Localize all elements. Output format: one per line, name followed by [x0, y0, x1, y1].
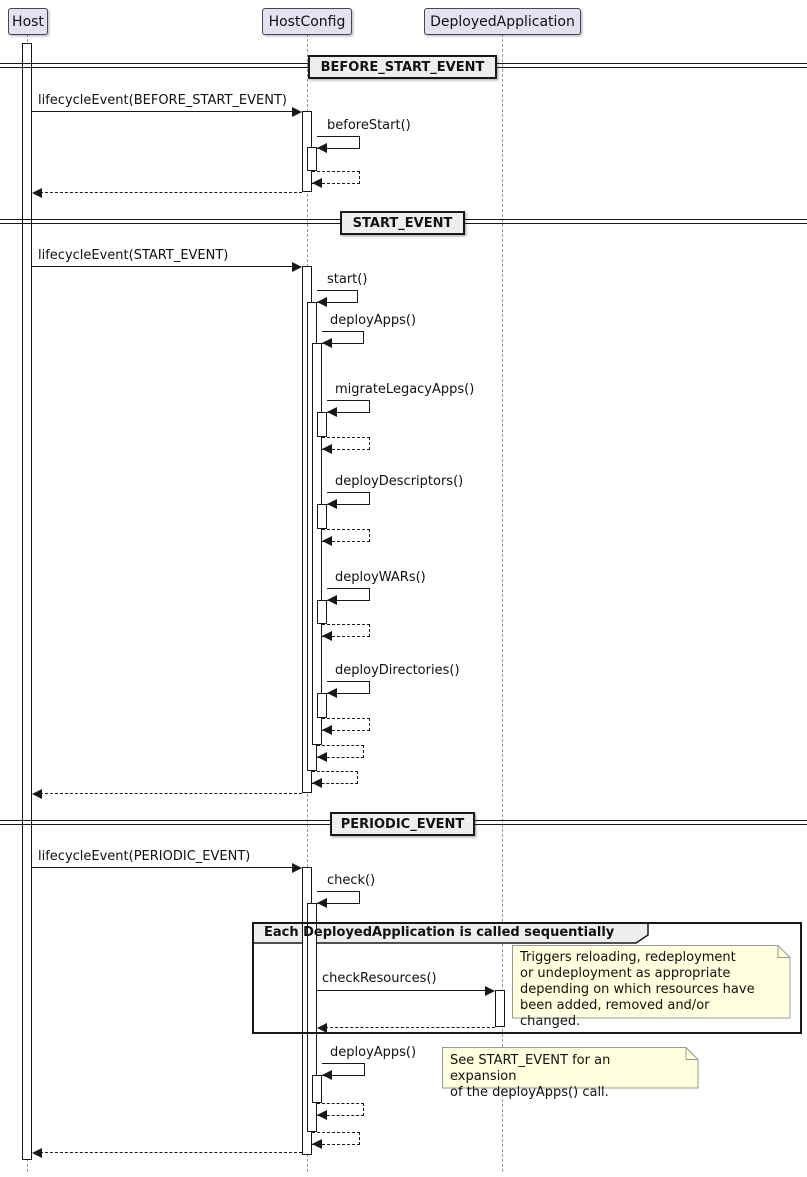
arrowhead-icon	[32, 188, 42, 198]
self-call-line	[317, 290, 358, 303]
divider-label: BEFORE_START_EVENT	[320, 59, 485, 75]
message-label: deployApps()	[330, 1045, 417, 1060]
self-call-line	[317, 891, 360, 904]
self-call-line	[327, 400, 370, 413]
self-call-line	[322, 1063, 365, 1076]
arrowhead-icon	[322, 444, 332, 454]
message-label: lifecycleEvent(START_EVENT)	[38, 248, 229, 263]
return-line	[325, 1027, 495, 1028]
message-label: lifecycleEvent(BEFORE_START_EVENT)	[38, 93, 287, 108]
self-return-line	[312, 171, 360, 184]
self-call-line	[327, 681, 370, 694]
message-label: lifecycleEvent(PERIODIC_EVENT)	[38, 849, 251, 864]
arrowhead-icon	[322, 338, 332, 348]
return-line	[40, 1152, 302, 1153]
activation-deploydirectories	[317, 693, 327, 718]
note-checkresources: Triggers reloading, redeployment or unde…	[520, 950, 755, 1029]
participant-deployedapplication: DeployedApplication	[424, 8, 581, 35]
message-label: check()	[327, 873, 376, 888]
return-line	[40, 192, 302, 193]
self-return-line	[317, 745, 364, 758]
message-label: migrateLegacyApps()	[335, 382, 475, 397]
self-return-line	[312, 1132, 360, 1145]
arrowhead-icon	[317, 297, 327, 307]
arrowhead-icon	[327, 595, 337, 605]
group-title: Each DeployedApplication is called seque…	[264, 925, 615, 940]
message-label: start()	[327, 272, 368, 287]
arrowhead-icon	[292, 262, 302, 272]
participant-host: Host	[8, 8, 48, 35]
activation-deployedapplication-checkresources	[495, 990, 505, 1027]
self-return-line	[317, 1103, 364, 1116]
arrowhead-icon	[327, 499, 337, 509]
self-call-line	[317, 136, 360, 149]
message-label: checkResources()	[322, 971, 437, 986]
self-return-line	[322, 718, 370, 731]
divider-periodic-event: PERIODIC_EVENT	[330, 812, 475, 836]
arrowhead-icon	[317, 752, 327, 762]
self-return-line	[322, 529, 370, 542]
message-line	[317, 990, 486, 991]
message-label: deployDescriptors()	[335, 474, 464, 489]
arrowhead-icon	[317, 898, 327, 908]
activation-migratelegacyapps	[317, 412, 327, 437]
activation-deployapps-periodic	[312, 1075, 322, 1103]
arrowhead-icon	[322, 1070, 332, 1080]
divider-label: PERIODIC_EVENT	[340, 816, 465, 832]
arrowhead-icon	[317, 1023, 327, 1033]
participant-label: DeployedApplication	[430, 13, 575, 30]
arrowhead-icon	[322, 536, 332, 546]
message-label: deployWARs()	[335, 570, 426, 585]
arrowhead-icon	[317, 1110, 327, 1120]
arrowhead-icon	[327, 407, 337, 417]
self-return-line	[312, 771, 358, 784]
message-label: deployDirectories()	[335, 663, 460, 678]
arrowhead-icon	[292, 107, 302, 117]
lifeline-deployedapplication	[502, 34, 503, 1172]
arrowhead-icon	[32, 789, 42, 799]
self-call-line	[327, 588, 370, 601]
participant-label: Host	[12, 13, 44, 30]
participant-hostconfig: HostConfig	[262, 8, 352, 35]
arrowhead-icon	[322, 631, 332, 641]
group-frame	[252, 922, 802, 1034]
arrowhead-icon	[312, 178, 322, 188]
activation-check	[307, 903, 317, 1132]
message-line	[32, 111, 293, 112]
participant-label: HostConfig	[268, 13, 346, 30]
message-line	[32, 266, 293, 267]
activation-deploydescriptors	[317, 504, 327, 529]
arrowhead-icon	[292, 863, 302, 873]
note-deployapps-shape	[442, 1047, 699, 1089]
activation-beforestart	[307, 147, 317, 171]
note-deployapps: See START_EVENT for an expansion of the …	[450, 1053, 611, 1100]
arrowhead-icon	[312, 1139, 322, 1149]
divider-before-start-event: BEFORE_START_EVENT	[308, 55, 497, 79]
activation-deployapps	[312, 343, 322, 745]
self-call-line	[327, 492, 370, 505]
message-label: deployApps()	[330, 313, 417, 328]
message-label: beforeStart()	[327, 118, 411, 133]
arrowhead-icon	[312, 778, 322, 788]
message-line	[32, 867, 293, 868]
divider-label: START_EVENT	[352, 215, 453, 231]
self-return-line	[322, 624, 370, 637]
activation-deploywars	[317, 600, 327, 624]
arrowhead-icon	[322, 725, 332, 735]
arrowhead-icon	[485, 986, 495, 996]
arrowhead-icon	[327, 688, 337, 698]
divider-start-event: START_EVENT	[340, 211, 465, 235]
arrowhead-icon	[317, 143, 327, 153]
arrowhead-icon	[32, 1148, 42, 1158]
activation-host	[22, 43, 32, 1160]
note-checkresources-shape	[512, 945, 791, 1019]
self-call-line	[322, 331, 364, 344]
return-line	[40, 793, 302, 794]
self-return-line	[322, 437, 370, 450]
